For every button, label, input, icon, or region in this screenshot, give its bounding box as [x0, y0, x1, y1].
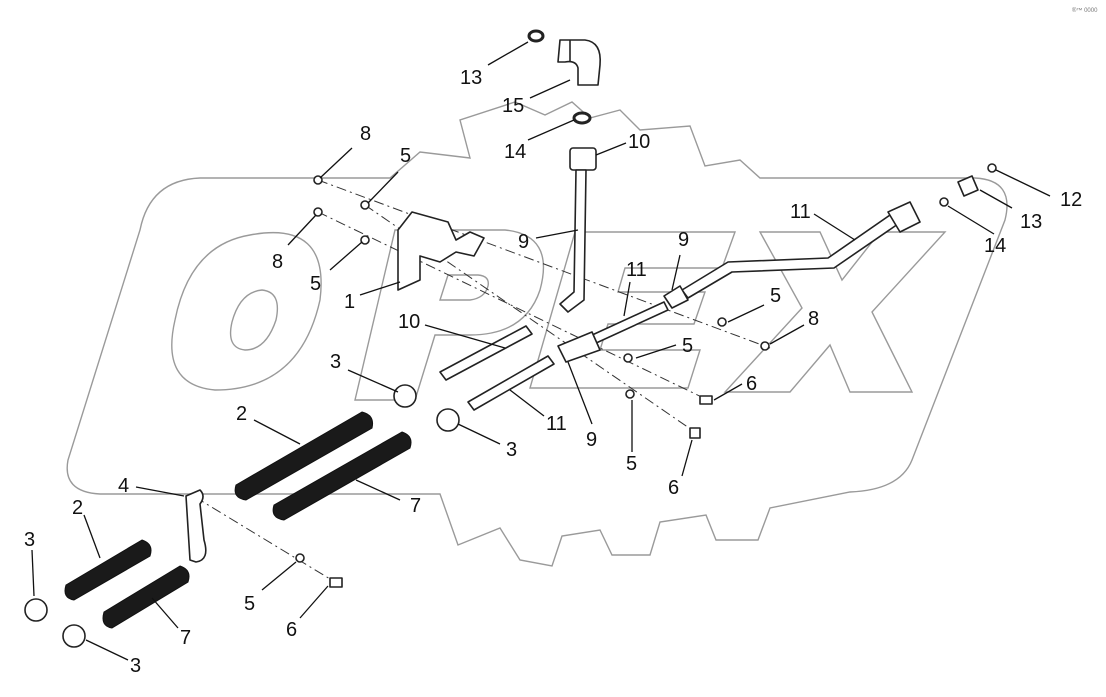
callout-6-lower-left: 6: [286, 619, 297, 641]
callout-5-lower: 5: [310, 273, 321, 295]
tube-10-left: [439, 325, 533, 381]
callout-2-short: 2: [72, 497, 83, 519]
clamp-3-left: [24, 598, 48, 622]
clamp-3-bottom: [62, 624, 86, 648]
callout-5-lower-left: 5: [244, 593, 255, 615]
callout-9-vertical: 9: [518, 231, 529, 253]
callout-13-top: 13: [460, 67, 482, 89]
upper-fittings: [527, 29, 602, 313]
elbow-fitting-15: [557, 39, 602, 86]
corner-mark: ®™ 0000: [1072, 7, 1098, 14]
tee-9-lower: [557, 331, 601, 363]
o-ring-14-right: [939, 197, 949, 207]
swivel-nut-10-top: [569, 147, 597, 171]
o-ring-13-top: [527, 29, 545, 43]
tee-9-right: [663, 285, 689, 309]
callout-8-lower: 8: [272, 251, 283, 273]
washer-5-f: [295, 553, 305, 563]
callout-5-right: 5: [770, 285, 781, 307]
o-ring-14-top: [572, 111, 592, 125]
callout-1: 1: [344, 291, 355, 313]
tube-11-mid: [589, 301, 669, 345]
hose-7-long: [272, 431, 412, 521]
leader-lines: [31, 41, 1051, 661]
nut-8-b: [313, 207, 323, 217]
washer-5-b: [360, 235, 370, 245]
left-tubes: [234, 325, 555, 521]
callout-3-bottom: 3: [130, 655, 141, 677]
watermark-gear-logo: [66, 101, 1008, 567]
callout-9-right: 9: [678, 229, 689, 251]
o-ring-13-right: [987, 163, 997, 173]
bracket-and-hardware: [313, 175, 770, 439]
callout-3-left: 3: [24, 529, 35, 551]
watermark-letter-o-inner: [229, 289, 279, 351]
washer-5-a: [360, 200, 370, 210]
callout-10-left: 10: [398, 311, 420, 333]
callout-11-mid: 11: [626, 259, 647, 281]
washer-5-c: [717, 317, 727, 327]
clamp-3-upper: [393, 384, 417, 408]
callout-9-lower: 9: [586, 429, 597, 451]
bracket-1: [397, 211, 485, 291]
callout-5-upper: 5: [400, 145, 411, 167]
callout-14-top: 14: [504, 141, 526, 163]
watermark-letter-e: [529, 231, 736, 389]
callout-5-center: 5: [682, 335, 693, 357]
bolt-6-c: [329, 577, 343, 588]
callout-3-middle: 3: [506, 439, 517, 461]
callout-labels: 13 15 14 10 8 5 8 5 1 9 9 11 11 12 13 14…: [24, 67, 1082, 677]
bolt-6-b: [689, 427, 701, 439]
callout-10-top: 10: [628, 131, 650, 153]
hose-7-short: [102, 565, 190, 629]
callout-3-upper: 3: [330, 351, 341, 373]
lower-left-parts: [24, 489, 343, 648]
callout-5-bottom: 5: [626, 453, 637, 475]
washer-5-e: [625, 389, 635, 399]
clip-4: [185, 489, 207, 563]
callout-7-short: 7: [180, 627, 191, 649]
callout-11-right: 11: [790, 201, 811, 223]
callout-7-long: 7: [410, 495, 421, 517]
swivel-nut-right: [887, 201, 921, 233]
callout-2-long: 2: [236, 403, 247, 425]
callout-12: 13: [1020, 211, 1042, 233]
watermark-letter-p: [354, 229, 545, 401]
washer-5-d: [623, 353, 633, 363]
tube-9-vertical: [559, 169, 587, 313]
callout-15: 15: [502, 95, 524, 117]
hose-2-short: [64, 539, 152, 601]
callout-4: 4: [118, 475, 129, 497]
callout-14-right: 14: [984, 235, 1006, 257]
callout-13-right: 12: [1060, 189, 1082, 211]
hose-2-long: [234, 411, 373, 501]
right-tubes: [557, 163, 997, 363]
callout-11-left: 11: [546, 413, 567, 435]
adapter-12: [957, 175, 979, 197]
nut-8-c: [760, 341, 770, 351]
callout-6-right: 6: [746, 373, 757, 395]
callout-8-upper: 8: [360, 123, 371, 145]
watermark-gear-outline: [66, 101, 1008, 567]
watermark-letter-x: [723, 231, 947, 393]
bolt-6-a: [699, 395, 713, 405]
callout-8-right: 8: [808, 308, 819, 330]
callout-6-bottom: 6: [668, 477, 679, 499]
clamp-3-middle: [436, 408, 460, 432]
watermark-letter-o-outer: [171, 231, 322, 391]
tube-11-left: [467, 355, 555, 411]
